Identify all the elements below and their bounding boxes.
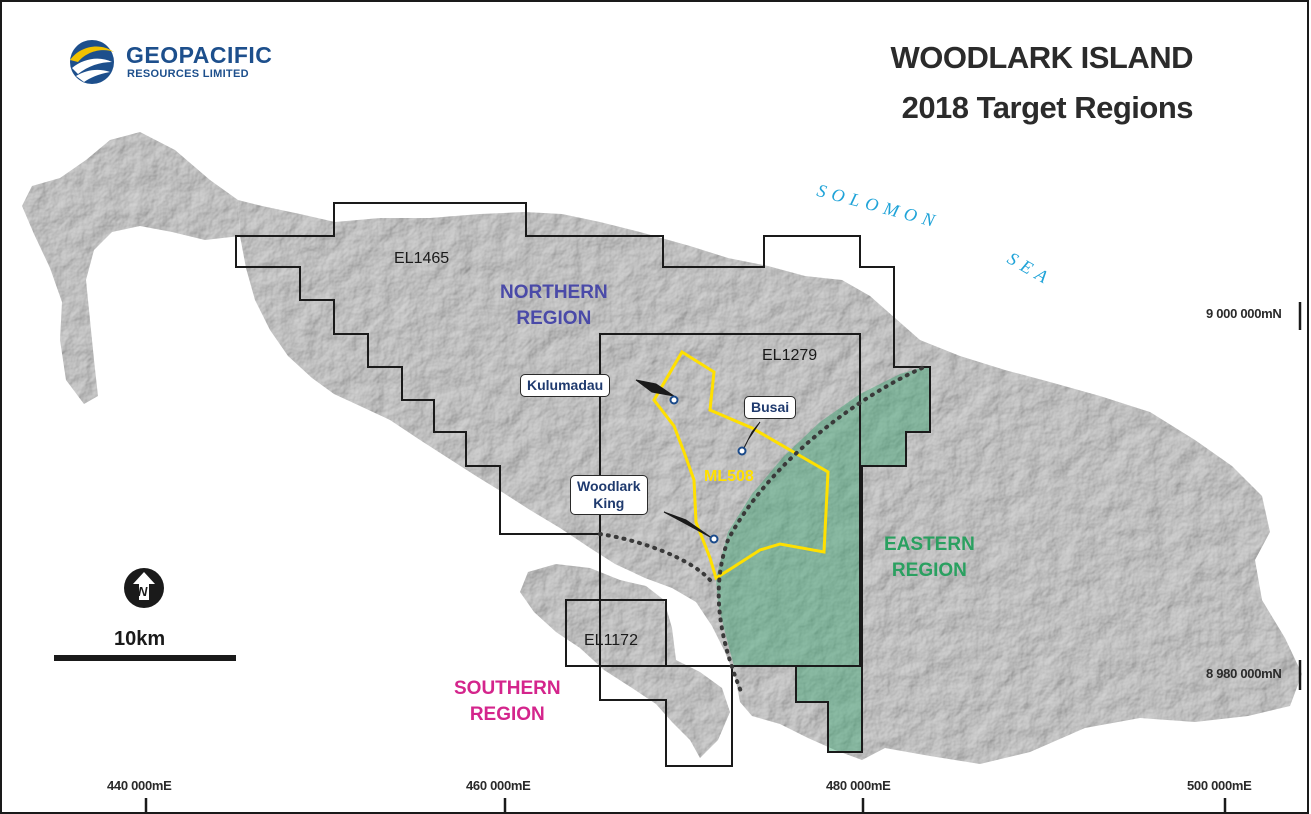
scale-bar — [54, 655, 236, 661]
callout-woodlark-king: Woodlark King — [570, 475, 648, 515]
busai-marker — [737, 446, 747, 456]
tenement-label-el1172: EL1172 — [584, 632, 638, 649]
ml508-boundary — [652, 349, 830, 581]
easting-label-460000: 460 000mE — [466, 778, 531, 793]
north-arrow-letter: N — [138, 584, 148, 599]
region-eastern-line1: EASTERN — [884, 534, 975, 555]
scale-bar-label: 10km — [114, 628, 166, 650]
southern-region-dotted-boundary — [598, 532, 712, 582]
geopacific-logo-icon — [70, 40, 114, 84]
map-title-line2: 2018 Target Regions — [901, 90, 1194, 125]
region-label-northern: NORTHERN REGION — [500, 280, 608, 332]
north-arrow-icon — [124, 568, 164, 608]
logo-subtitle: RESOURCES LIMITED — [127, 68, 249, 80]
tenement-label-el1465: EL1465 — [394, 250, 450, 267]
region-label-eastern: EASTERN REGION — [884, 532, 975, 584]
el1172-boundary — [565, 599, 667, 667]
region-southern-line2: REGION — [469, 704, 545, 725]
region-eastern-line2: REGION — [891, 560, 967, 581]
region-label-southern: SOUTHERN REGION — [454, 676, 561, 728]
callout-kulumadau: Kulumadau — [520, 374, 611, 397]
southern-peninsula — [520, 564, 730, 758]
island-landmass — [22, 132, 1302, 764]
tenement-label-el1279: EL1279 — [762, 347, 818, 364]
map-title-line1: WOODLARK ISLAND — [890, 40, 1194, 75]
northing-label-8980000: 8 980 000mN — [1206, 666, 1282, 681]
callout-woodlark-king-line2: King — [593, 495, 625, 511]
easting-label-500000: 500 000mE — [1187, 778, 1252, 793]
eastern-region-dotted-boundary — [716, 366, 924, 696]
region-northern-line1: NORTHERN — [500, 282, 608, 303]
easting-label-440000: 440 000mE — [107, 778, 172, 793]
logo-name: GEOPACIFIC — [126, 42, 273, 68]
woodlark-king-marker — [709, 534, 719, 544]
region-northern-line2: REGION — [516, 308, 592, 329]
kulumadau-marker — [669, 395, 679, 405]
western-hook — [22, 132, 240, 404]
tenement-label-ml508: ML508 — [704, 468, 754, 485]
callout-woodlark-king-line1: Woodlark — [577, 478, 641, 494]
callout-busai: Busai — [744, 396, 797, 419]
northing-label-9000000: 9 000 000mN — [1206, 306, 1282, 321]
region-southern-line1: SOUTHERN — [454, 678, 561, 699]
eastern-region-zone — [716, 368, 930, 752]
easting-label-480000: 480 000mE — [826, 778, 891, 793]
